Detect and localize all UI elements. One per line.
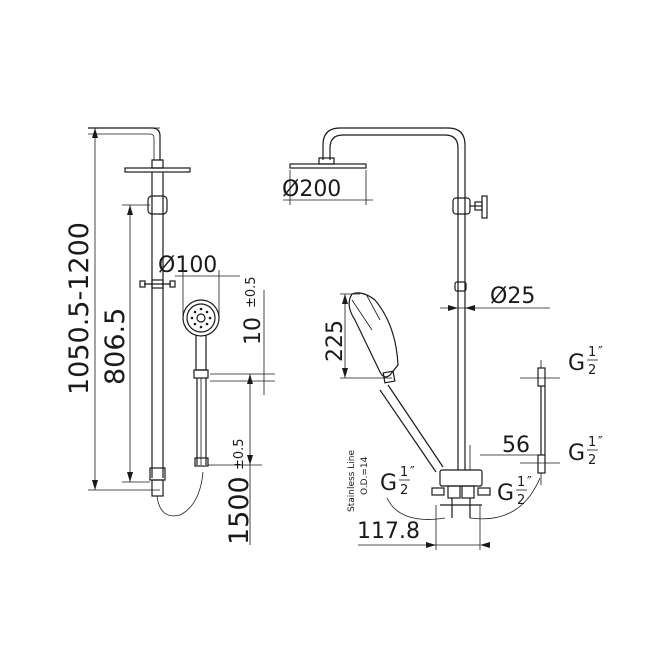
nozzle-dots bbox=[190, 307, 212, 329]
svg-text:1: 1 bbox=[588, 345, 596, 360]
fitting-upper bbox=[537, 367, 546, 387]
rain-head-side bbox=[289, 163, 367, 169]
svg-text:2: 2 bbox=[588, 363, 596, 378]
svg-text:2: 2 bbox=[588, 453, 596, 468]
svg-text:G: G bbox=[568, 441, 585, 466]
svg-text:″: ″ bbox=[598, 435, 603, 450]
dim-head-diameter: Ø200 bbox=[282, 177, 341, 202]
hose-curve-front bbox=[156, 471, 204, 517]
front-dimensions bbox=[88, 127, 275, 545]
svg-text:″: ″ bbox=[410, 465, 415, 480]
dim-hose-length: 1500 bbox=[224, 476, 255, 545]
svg-text:G: G bbox=[568, 351, 585, 376]
svg-text:1: 1 bbox=[400, 465, 408, 480]
dim-hose-tolerance: ±0.5 bbox=[232, 438, 247, 470]
svg-text:G: G bbox=[380, 471, 397, 496]
dim-offset-56: 56 bbox=[502, 433, 530, 458]
dim-total-height: 1050.5-1200 bbox=[64, 222, 95, 395]
thread-lower-right: G 1 2 ″ bbox=[568, 435, 603, 468]
head-connector bbox=[318, 157, 335, 165]
thread-mixer-left: G 1 2 ″ bbox=[380, 465, 415, 498]
hose-label-line1: Stainless Line bbox=[347, 450, 357, 512]
riser-elbow bbox=[88, 127, 161, 160]
dim-hand-shower-length: 225 bbox=[323, 320, 348, 362]
mixer-body bbox=[439, 469, 483, 487]
hand-shower-front bbox=[182, 299, 220, 337]
fitting-lower bbox=[537, 454, 546, 474]
side-holder bbox=[454, 281, 467, 292]
side-dimensions bbox=[283, 170, 550, 550]
svg-text:G: G bbox=[497, 481, 514, 506]
thread-upper-right: G 1 2 ″ bbox=[568, 345, 603, 378]
side-view bbox=[289, 127, 560, 520]
svg-text:2: 2 bbox=[517, 493, 525, 508]
overhead-arm bbox=[322, 127, 466, 200]
hose-label-line2: O.D.=14 bbox=[360, 456, 370, 495]
dim-hand-shower-diameter: Ø100 bbox=[158, 253, 217, 278]
dim-pipe-diameter: Ø25 bbox=[490, 284, 535, 309]
dim-width-117: 117.8 bbox=[357, 519, 420, 544]
svg-text:2: 2 bbox=[400, 483, 408, 498]
hand-shower-side bbox=[348, 292, 399, 378]
svg-text:1: 1 bbox=[517, 475, 525, 490]
svg-text:″: ″ bbox=[598, 345, 603, 360]
svg-text:1: 1 bbox=[588, 435, 596, 450]
riser-connector-upper bbox=[147, 195, 168, 215]
dim-ten: 10 bbox=[241, 317, 266, 345]
thread-mixer-right: G 1 2 ″ bbox=[497, 475, 532, 508]
front-view bbox=[88, 127, 220, 517]
dim-tolerance-upper: ±0.5 bbox=[244, 276, 259, 308]
diverter-body bbox=[452, 197, 471, 215]
svg-text:″: ″ bbox=[527, 475, 532, 490]
dim-slider-height: 806.5 bbox=[100, 308, 131, 385]
